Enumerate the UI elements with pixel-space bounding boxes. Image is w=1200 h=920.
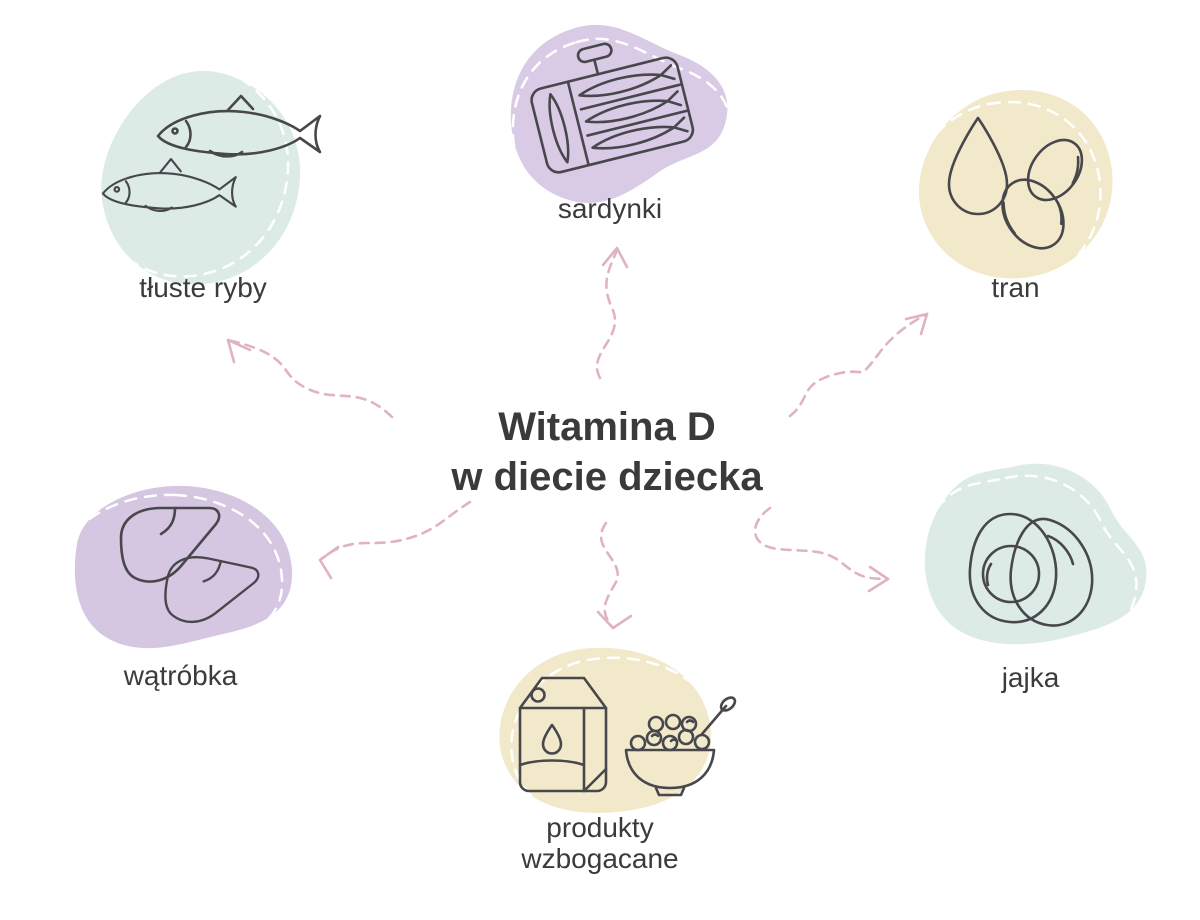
node-sardynki: sardynki <box>487 14 733 224</box>
blob-dashed-outline <box>63 493 284 659</box>
title-line-1: Witamina D <box>498 405 716 449</box>
sardine-can-icon <box>530 42 695 174</box>
arrow-to-watrobka <box>318 500 472 580</box>
oil-drop-and-capsules-icon <box>947 116 1084 250</box>
boiled-eggs-icon <box>968 512 1094 627</box>
blob-dashed-outline <box>913 474 1138 658</box>
title-line-2: w diecie dziecka <box>451 455 763 499</box>
node-tran: tran <box>903 80 1128 303</box>
blob-shape <box>74 485 293 649</box>
liver-icon <box>119 506 260 623</box>
node-jajka: jajka <box>908 452 1153 693</box>
node-label: tran <box>991 272 1040 303</box>
page-title: Witamina D w diecie dziecka <box>400 402 814 502</box>
blob-shape <box>924 463 1147 645</box>
blob-dashed-outline <box>87 61 290 278</box>
milk-and-cereal-icon <box>518 676 737 797</box>
node-produkty-wzbogacane: produkty wzbogacane <box>480 640 737 874</box>
node-label: produkty wzbogacane <box>521 812 679 874</box>
fish-pair-icon <box>101 94 322 213</box>
node-label: wątróbka <box>123 660 238 691</box>
node-tluste-ryby: tłuste ryby <box>87 58 322 303</box>
node-label: sardynki <box>557 193 663 224</box>
blob-shape <box>101 70 301 285</box>
blob-dashed-outline <box>905 100 1102 292</box>
node-label: jajka <box>1001 662 1060 693</box>
arrow-to-tran <box>788 312 929 418</box>
blob-dashed-outline <box>510 656 725 825</box>
node-watrobka: wątróbka <box>63 478 298 691</box>
arrow-to-produkty-wzbogacane <box>596 521 633 630</box>
arrow-to-jajka <box>753 506 890 593</box>
node-label: tłuste ryby <box>139 272 267 303</box>
arrow-to-tluste-ryby <box>226 338 394 419</box>
blob-shape <box>510 24 728 203</box>
arrow-to-sardynki <box>595 246 629 380</box>
